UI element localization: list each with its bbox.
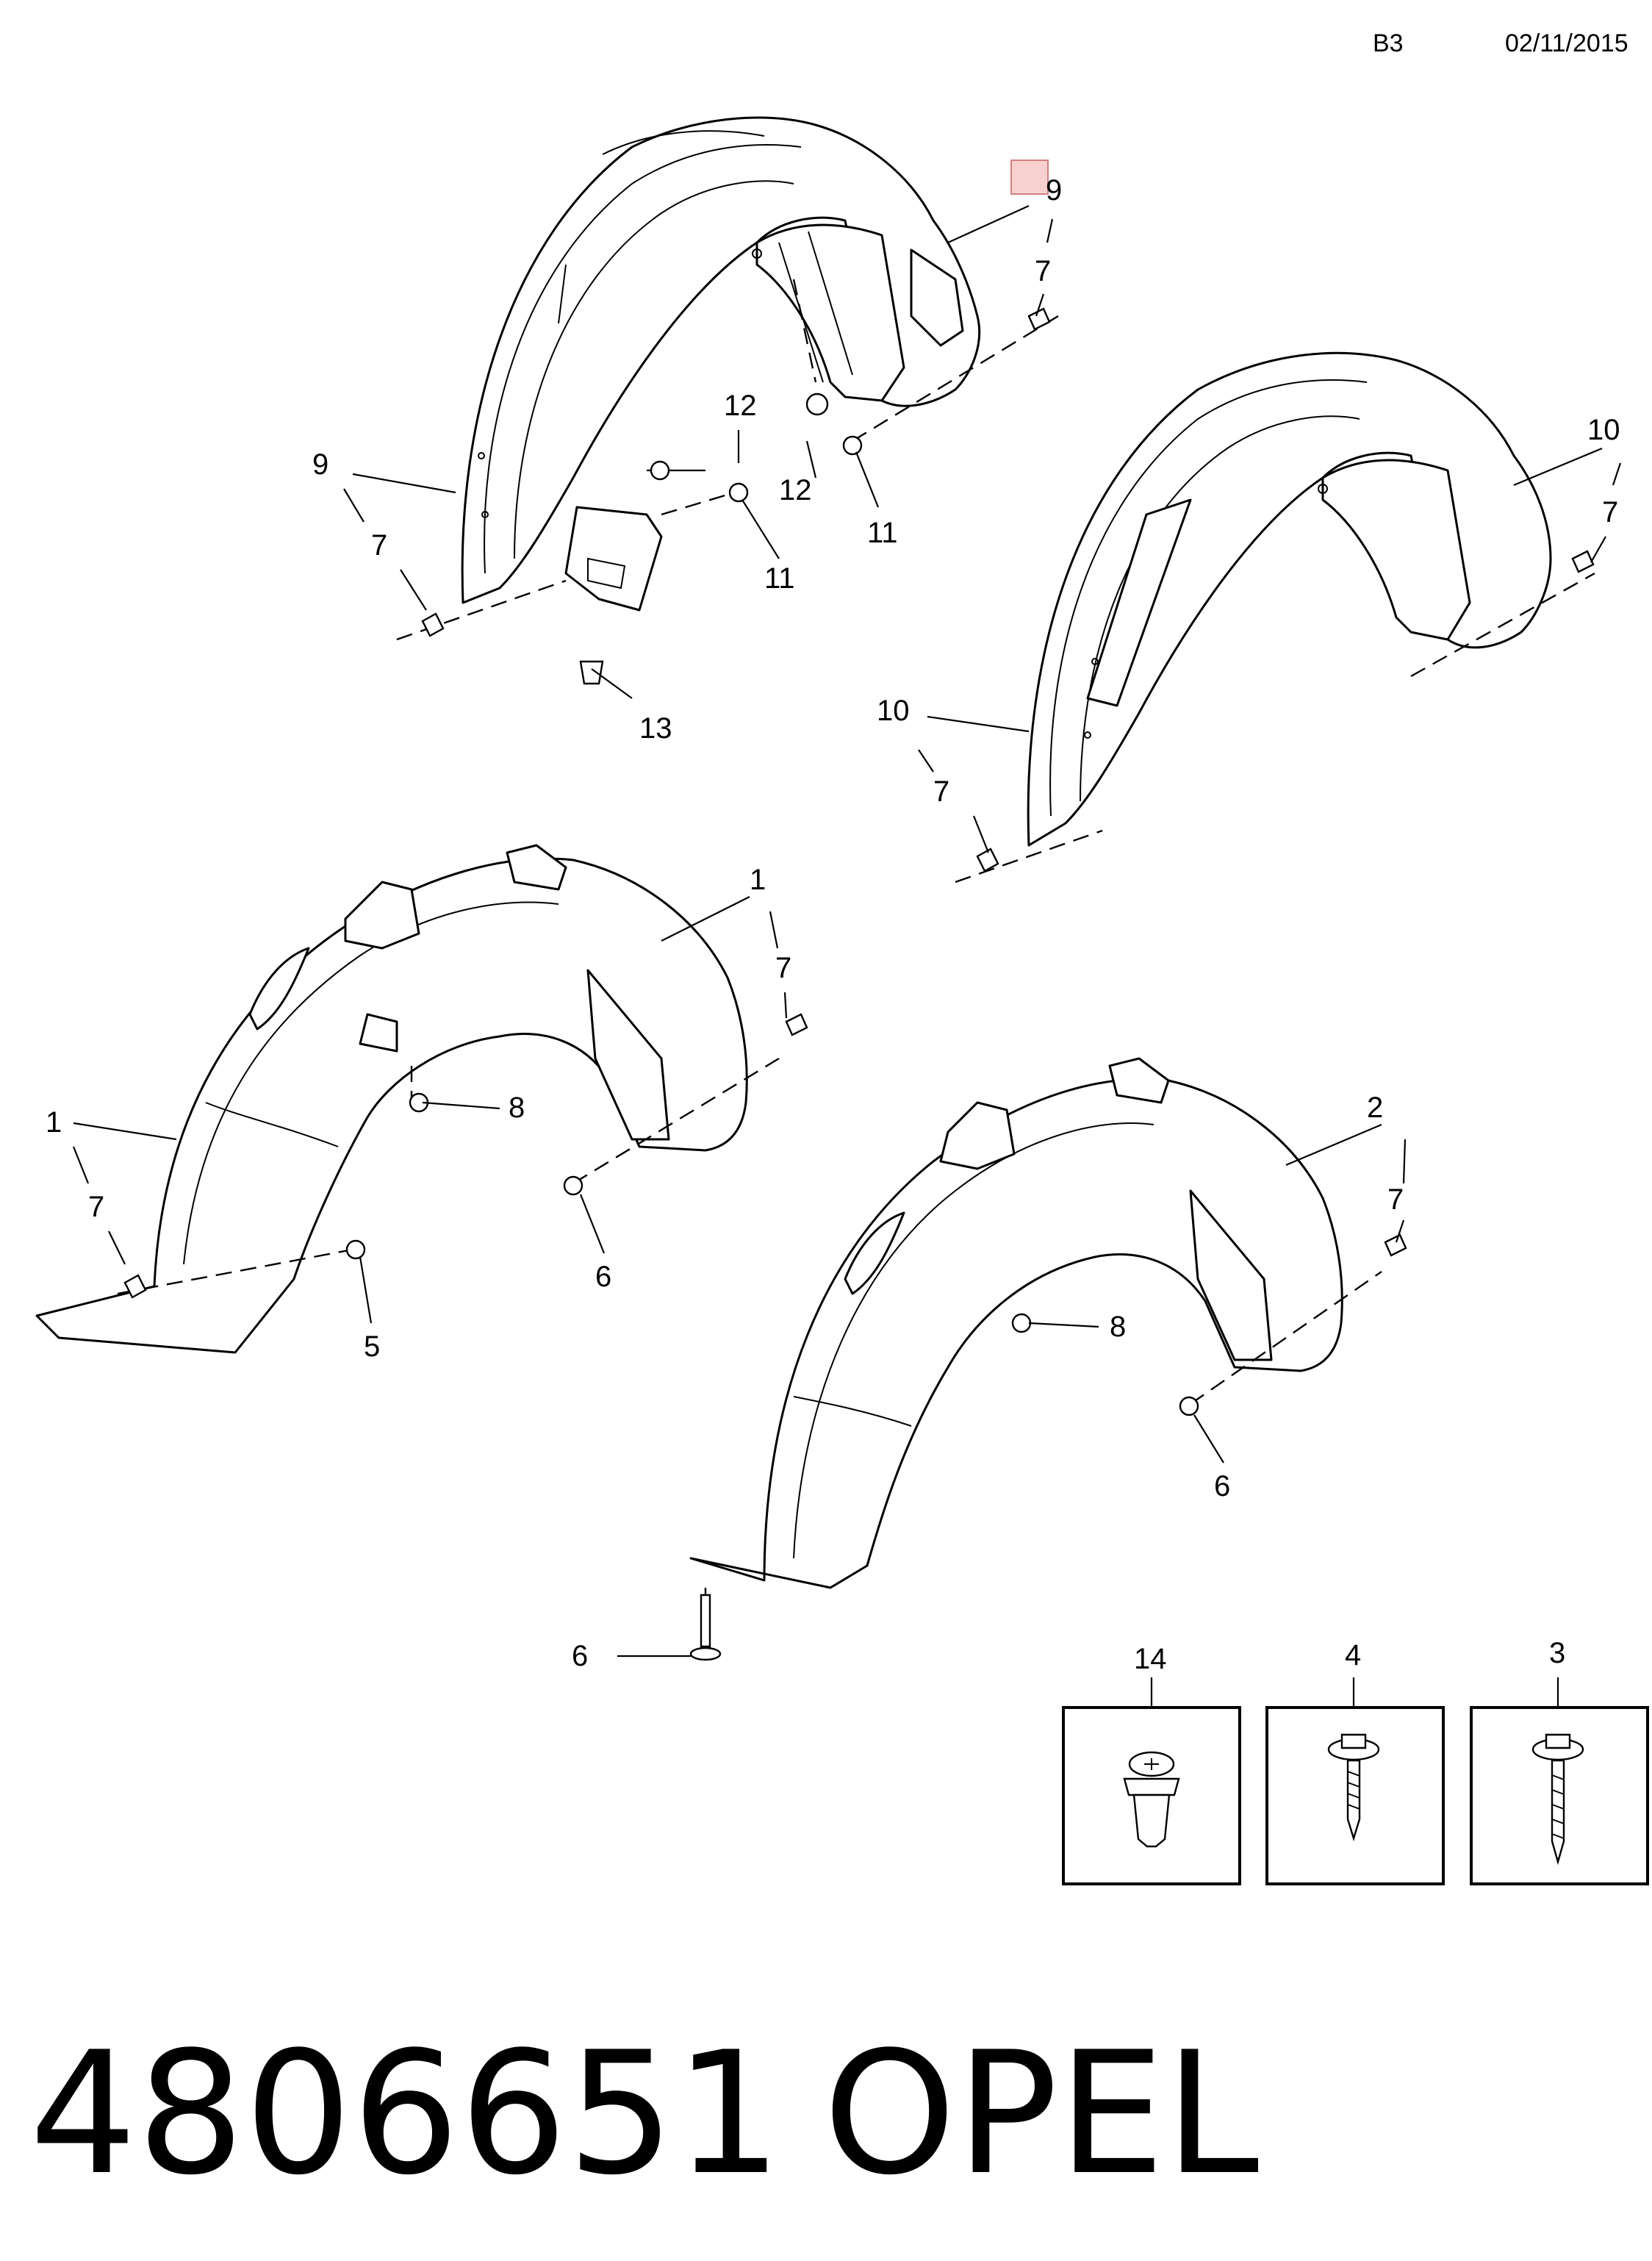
callout-1-top: 1 [750,864,766,896]
callout-11-b: 11 [764,562,795,595]
push-clip-icon [1123,1751,1180,1848]
fasteners-part-10 [955,550,1595,884]
callout-7-top: 7 [1035,255,1051,287]
footer-brand: OPEL [823,2016,1259,2212]
callout-7-b: 7 [1387,1183,1404,1216]
callout-6-b: 6 [1214,1470,1230,1502]
callout-7-front-left: 7 [88,1191,104,1223]
callout-13: 13 [639,712,672,745]
callout-11-a: 11 [867,517,898,549]
fasteners-part-1 [117,1013,808,1299]
legend-number-4: 4 [1345,1639,1361,1671]
callout-8-b: 8 [1110,1311,1126,1343]
callout-2: 2 [1367,1092,1383,1124]
callout-7-right: 7 [1602,496,1618,528]
long-flange-screw-icon [1531,1733,1584,1866]
highlight-marker [1010,160,1049,195]
legend-box-4: 4 [1265,1639,1445,1885]
liner-part-2 [689,1057,1343,1589]
callout-7-front: 7 [775,952,791,984]
callout-7-rear-left: 7 [933,775,949,808]
callout-12-a: 12 [724,390,757,422]
legend-box-14: 14 [1062,1643,1241,1885]
callout-10-right: 10 [1587,414,1620,446]
callout-10-left: 10 [877,695,910,727]
callout-6-c: 6 [572,1640,588,1672]
legend-number-14: 14 [1134,1643,1167,1675]
callout-7-left: 7 [371,529,387,562]
callout-labels: 9 7 12 12 11 11 9 7 13 10 7 10 7 1 7 1 7… [46,174,1620,1672]
splash-guard-bracket [564,469,705,612]
liner-part-1 [35,844,748,1354]
footer-part-number: 4806651 [29,2016,782,2212]
callout-5: 5 [364,1330,380,1363]
legend-number-3: 3 [1549,1637,1565,1669]
callout-8-a: 8 [509,1092,525,1124]
flange-screw-icon [1327,1733,1380,1842]
callout-1-left: 1 [46,1106,62,1139]
callout-6-a: 6 [595,1261,611,1293]
leader-lines [72,204,1622,1658]
fasteners-part-9 [396,279,1059,685]
header-code: B3 [1373,29,1404,57]
callout-9-left: 9 [312,448,328,481]
liner-part-9 [461,116,981,604]
liner-part-10 [1027,351,1552,847]
header-date: 02/11/2015 [1505,29,1628,57]
callout-9-top: 9 [1046,174,1062,207]
legend-box-3: 3 [1470,1637,1649,1885]
fasteners-part-2 [689,1233,1407,1661]
callout-12-b: 12 [779,474,812,506]
